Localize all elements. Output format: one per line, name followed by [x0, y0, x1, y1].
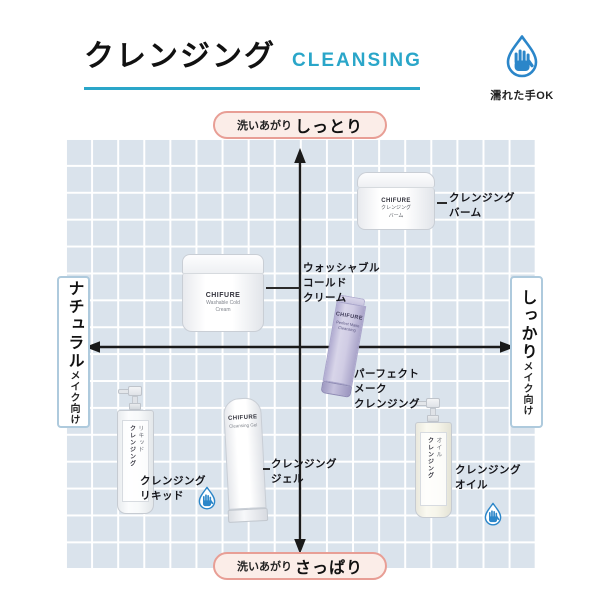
pump-head	[128, 386, 142, 396]
product-cleansing-balm: CHIFURE クレンジング バーム	[357, 172, 435, 230]
wet-hand-icon	[506, 35, 538, 78]
jar-body: CHIFURE Washable Cold Cream	[182, 274, 264, 332]
page-title-en: CLEANSING	[292, 50, 422, 71]
label-perfect-make-cleansing: パーフェクト メーク クレンジング	[354, 367, 420, 412]
jar-lid	[357, 172, 435, 188]
wet-hand-icon	[484, 502, 502, 526]
jar-body: CHIFURE クレンジング バーム	[357, 188, 435, 230]
header: クレンジング CLEANSING	[84, 42, 422, 72]
label-line: クレンジング	[354, 398, 420, 410]
product-cleansing-gel: CHIFURE Cleansing Gel	[222, 397, 269, 523]
pump-head	[426, 398, 440, 408]
bottle-body: クレンジング オイル	[415, 422, 452, 518]
package-brand-text: CHIFURE	[381, 197, 411, 204]
bottle-body: クレンジング リキッド	[117, 410, 154, 514]
package-text: Washable Cold	[206, 299, 240, 306]
axis-label-natural-makeup: ナチュラル メイク向け	[57, 276, 90, 428]
axis-label-finish-refresh: 洗いあがり さっぱり	[212, 552, 388, 580]
connector-line	[263, 468, 270, 470]
label-line: パーフェクト	[354, 368, 420, 380]
axis-label-suffix: メイク向け	[521, 360, 532, 416]
label-line: クリーム	[303, 292, 347, 304]
package-text: クレンジング	[426, 437, 433, 479]
label-line: オイル	[455, 479, 488, 491]
pump-collar	[129, 403, 141, 410]
wet-hand-icon	[198, 486, 216, 510]
label-line: クレンジング	[140, 475, 206, 487]
bottle-label: クレンジング オイル	[420, 432, 447, 506]
label-washable-cold-cream: ウォッシャブル コールド クリーム	[303, 261, 380, 306]
tube-cap	[227, 507, 269, 523]
connector-line	[437, 202, 447, 204]
label-cleansing-oil: クレンジング オイル	[455, 463, 521, 493]
axis-label-prefix: 洗いあがり	[236, 561, 292, 573]
label-line: ジェル	[271, 473, 304, 485]
label-line: クレンジング	[455, 464, 521, 476]
title-underline	[84, 87, 420, 90]
axis-label-emphasis: しっかり	[518, 288, 536, 361]
label-line: リキッド	[140, 490, 184, 502]
wet-hands-ok-label: 濡れた手OK	[490, 90, 554, 102]
package-text: オイル	[434, 437, 441, 458]
label-cleansing-balm: クレンジング バーム	[449, 191, 515, 221]
label-line: ウォッシャブル	[303, 262, 380, 274]
label-line: クレンジング	[271, 458, 337, 470]
package-text: Cleansing Gel	[228, 422, 258, 429]
jar-lid	[182, 254, 264, 274]
axis-label-finish-moist: 洗いあがり しっとり	[212, 111, 388, 139]
page-title: クレンジング	[84, 40, 276, 73]
product-cleansing-oil: クレンジング オイル	[414, 398, 454, 520]
axis-label-emphasis: しっとり	[294, 119, 364, 136]
axis-label-prefix: 洗いあがり	[236, 120, 292, 132]
bottle-label: クレンジング リキッド	[122, 420, 149, 502]
tube-body: CHIFURE Cleansing Gel	[222, 397, 267, 510]
package-brand-text: CHIFURE	[205, 291, 241, 299]
package-text: クレンジング	[380, 204, 411, 211]
label-line: クレンジング	[449, 192, 515, 204]
package-text: リキッド	[136, 425, 143, 453]
label-cleansing-liquid: クレンジング リキッド	[140, 474, 206, 504]
label-line: バーム	[449, 207, 482, 219]
wet-hands-ok-badge: 濡れた手OK	[472, 34, 572, 103]
package-text: クレンジング	[128, 425, 135, 467]
package-text: バーム	[388, 212, 404, 219]
package-brand-text: CHIFURE	[227, 414, 258, 422]
label-line: コールド	[303, 277, 347, 289]
product-washable-cold-cream: CHIFURE Washable Cold Cream	[182, 254, 264, 332]
product-cleansing-liquid: クレンジング リキッド	[116, 386, 156, 516]
label-cleansing-gel: クレンジング ジェル	[271, 457, 337, 487]
package-text: Perfect Make Cleansing	[335, 319, 360, 333]
pump-collar	[427, 415, 439, 422]
label-line: メーク	[354, 383, 387, 395]
axis-label-suffix: メイク向け	[68, 369, 79, 425]
axis-label-full-makeup: しっかり メイク向け	[510, 276, 543, 428]
axis-label-emphasis: さっぱり	[294, 560, 364, 577]
package-text: Cream	[215, 307, 231, 313]
axis-label-emphasis: ナチュラル	[65, 279, 83, 370]
connector-line	[266, 287, 300, 289]
